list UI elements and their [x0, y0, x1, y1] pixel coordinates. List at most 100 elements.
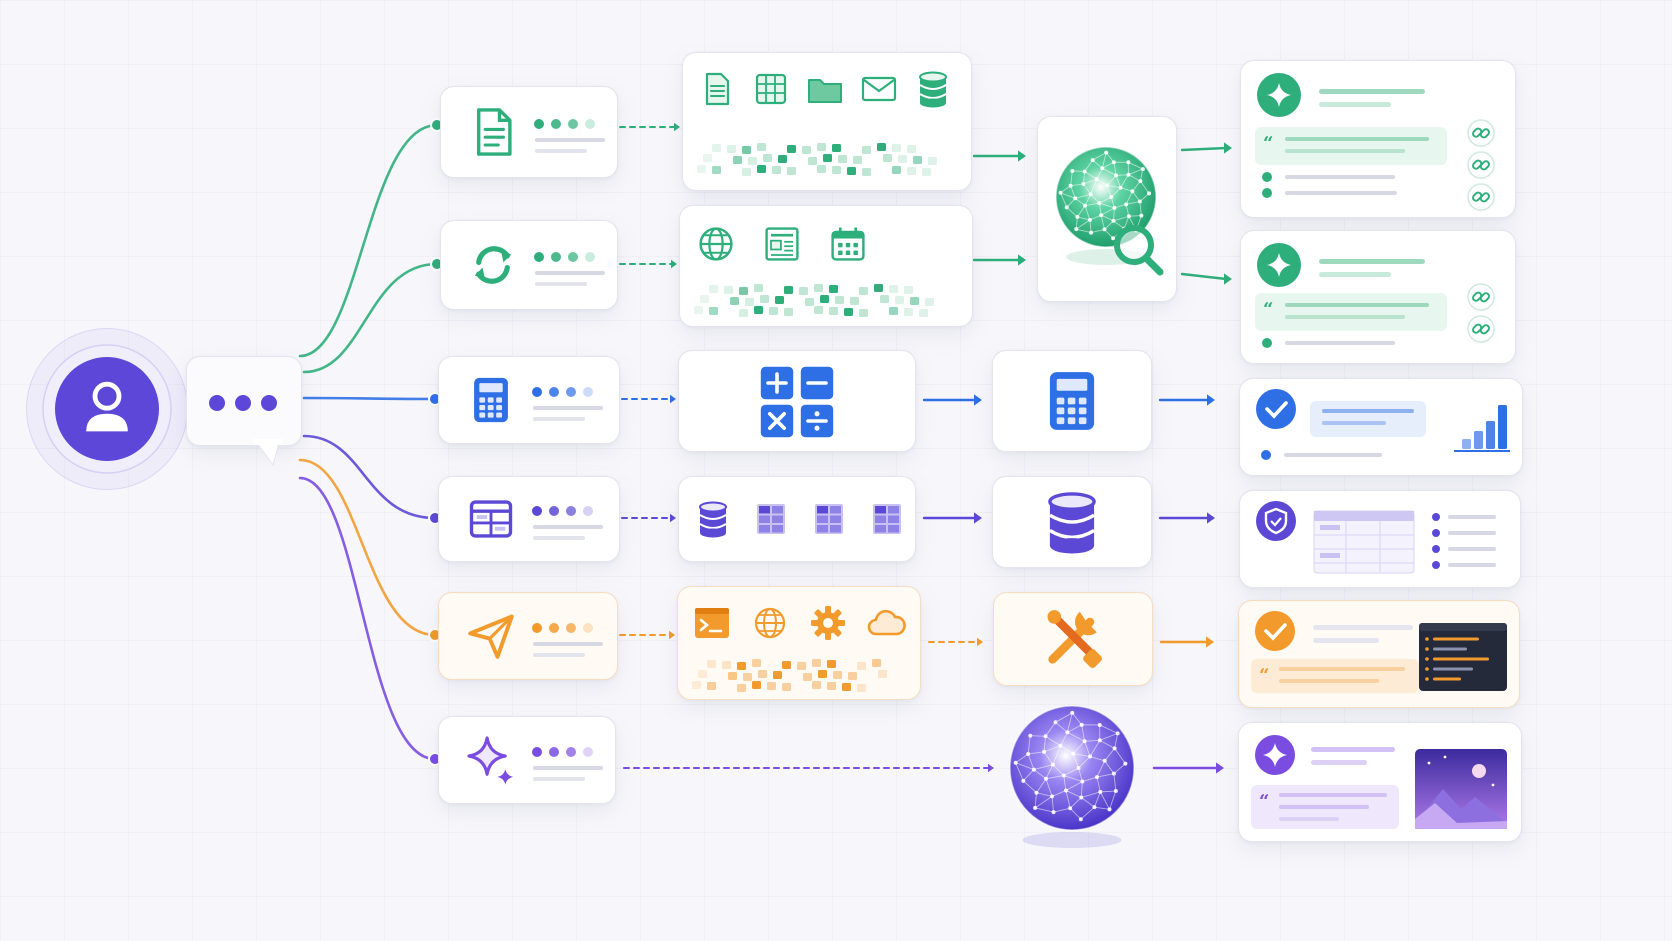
output-card-table[interactable]: [1239, 490, 1521, 588]
source-card-docs[interactable]: [440, 86, 618, 178]
check-badge-icon: [1256, 389, 1296, 429]
folder-icon: [808, 79, 842, 103]
source-card-action[interactable]: [438, 592, 618, 680]
arrow-sync-to-search: [972, 254, 1026, 266]
progress-dots: [534, 119, 605, 153]
tool-card-action[interactable]: [677, 586, 921, 700]
grid-icon: [815, 504, 843, 534]
magnifier-icon: [1114, 225, 1164, 276]
route-line-calc: [302, 396, 437, 401]
output-card-create[interactable]: “: [1238, 722, 1522, 842]
plus-icon: [760, 366, 794, 400]
citation-link-icon[interactable]: [1467, 283, 1495, 311]
sparkle-badge-icon: [1255, 735, 1295, 775]
citation-link-icon[interactable]: [1467, 151, 1495, 179]
tool-card-table[interactable]: [678, 476, 916, 562]
database-icon: [919, 71, 947, 108]
chat-bubble-graphic: [209, 395, 283, 467]
processor-graphic-calc: [1049, 372, 1095, 430]
assistant-badge-icon: [1257, 73, 1301, 117]
chat-bubble[interactable]: [186, 356, 302, 467]
mail-icon: [861, 76, 897, 102]
processor-card-table[interactable]: [992, 476, 1152, 568]
tool-graphic-docs: [697, 71, 947, 176]
tool-card-sync[interactable]: [679, 205, 973, 327]
progress-dots: [532, 623, 603, 657]
tools-icon: [1047, 610, 1102, 668]
sparkle-icon: [467, 736, 514, 785]
chat-bubble-icon: [209, 395, 277, 411]
generation-globe-wrap[interactable]: [1009, 705, 1135, 848]
source-card-create[interactable]: [438, 716, 616, 804]
output-card-action[interactable]: “: [1238, 600, 1520, 708]
shield-badge-icon: [1256, 501, 1296, 541]
data-chunks-sync: [694, 284, 934, 317]
cloud-icon: [867, 609, 906, 636]
output-graphic-sync: “: [1255, 243, 1495, 348]
source-graphic-docs: [477, 108, 605, 156]
gear-icon: [811, 606, 845, 640]
citation-link-icon[interactable]: [1467, 315, 1495, 343]
search-processor-card[interactable]: [1037, 116, 1177, 302]
assistant-badge-icon: [1257, 243, 1301, 287]
svg-text:“: “: [1259, 791, 1269, 812]
progress-dots: [532, 747, 603, 781]
arrow-proc-out-action: [1159, 636, 1214, 648]
citation-link-icon[interactable]: [1467, 183, 1495, 211]
arrow-search-to-sync-out: [1180, 272, 1232, 285]
document-icon: [477, 108, 512, 156]
source-card-table[interactable]: [438, 476, 620, 562]
arrow-docs-to-search: [972, 150, 1026, 162]
data-chunks-action: [692, 659, 887, 692]
file-icon: [705, 72, 730, 106]
generation-globe-icon: [1009, 705, 1135, 848]
output-card-docs[interactable]: “: [1240, 60, 1516, 218]
arrow-tool-proc-table: [922, 512, 982, 524]
avatar-graphic: [42, 344, 172, 474]
check-badge-icon: [1255, 611, 1295, 651]
processor-card-action[interactable]: [993, 592, 1153, 686]
dashed-arrow-docs: [619, 122, 680, 132]
send-icon: [468, 614, 514, 659]
tool-graphic-table: [699, 501, 901, 538]
output-graphic-docs: “: [1255, 73, 1495, 211]
user-icon: [86, 381, 128, 432]
generated-image-thumbnail[interactable]: [1415, 749, 1507, 829]
source-card-sync[interactable]: [440, 220, 618, 310]
terminal-icon: [695, 608, 729, 638]
user-avatar[interactable]: [26, 328, 188, 490]
tool-graphic-action: [692, 606, 906, 692]
dashed-arrow-create: [623, 763, 994, 773]
search-globe-icon: [1055, 146, 1157, 265]
output-card-sync[interactable]: “: [1240, 230, 1516, 364]
output-graphic-action: “: [1251, 611, 1507, 693]
news-icon: [765, 227, 799, 261]
database-icon: [699, 501, 727, 538]
route-line-action: [298, 458, 437, 637]
divide-icon: [800, 404, 834, 438]
output-card-calc[interactable]: [1239, 378, 1523, 476]
grid-icon: [873, 504, 901, 534]
grid-icon: [757, 504, 785, 534]
source-card-calc[interactable]: [438, 356, 620, 444]
processor-card-calc[interactable]: [992, 350, 1152, 452]
minus-icon: [800, 366, 834, 400]
source-graphic-table: [469, 500, 603, 540]
tool-card-calc[interactable]: [678, 350, 916, 452]
tool-card-docs[interactable]: [682, 52, 972, 191]
refresh-icon: [474, 246, 512, 284]
svg-text:“: “: [1263, 133, 1273, 154]
spreadsheet-icon: [755, 73, 787, 105]
calculator-icon: [1049, 372, 1095, 430]
data-chunks-docs: [697, 143, 937, 176]
citation-link-icon[interactable]: [1467, 119, 1495, 147]
calendar-icon: [831, 227, 865, 261]
dashed-arrow-action: [619, 630, 675, 640]
arrow-tool-proc-action: [928, 637, 983, 647]
calculator-icon: [474, 377, 508, 423]
output-graphic-create: “: [1251, 735, 1507, 829]
arrow-proc-out-table: [1158, 512, 1215, 524]
svg-text:“: “: [1263, 299, 1273, 320]
quote-block: “: [1255, 293, 1447, 331]
